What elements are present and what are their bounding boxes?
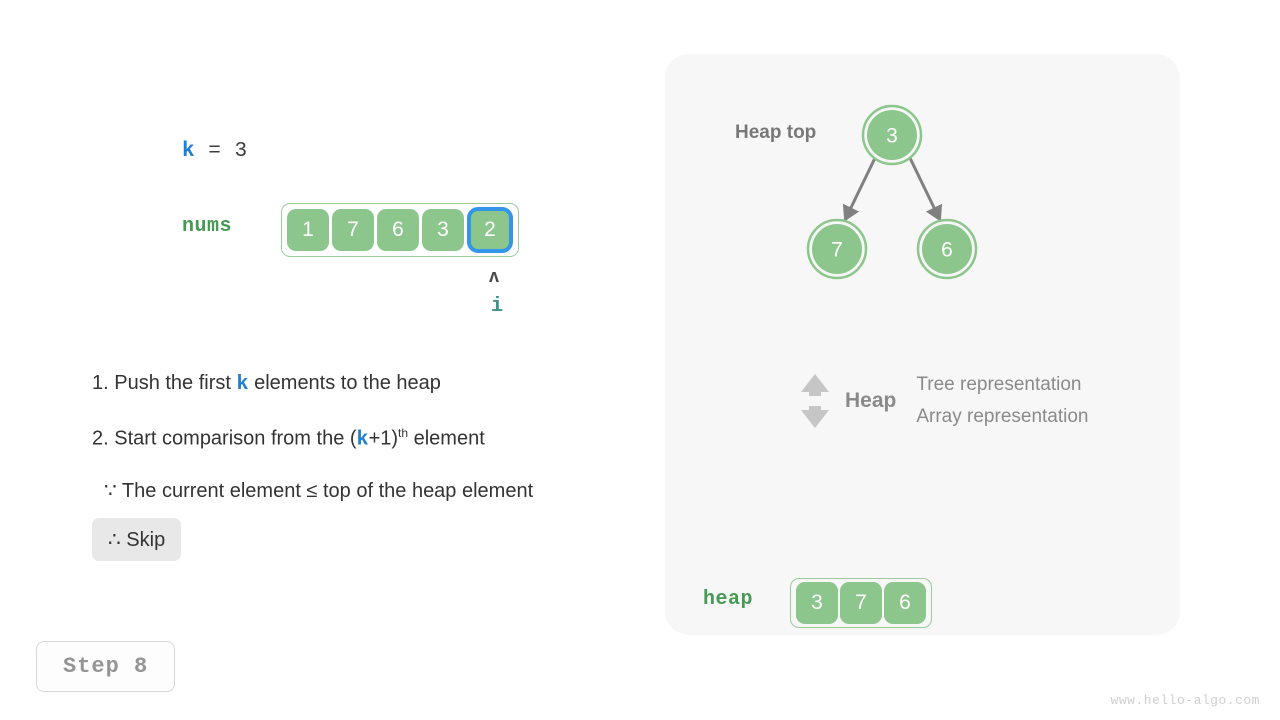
heap-top-label: Heap top [735, 122, 817, 143]
instruction-2-superscript: th [398, 426, 409, 440]
heap-representation-legend: Heap Tree representation Array represent… [795, 372, 1089, 430]
nums-cell-highlighted[interactable]: 2 [467, 207, 513, 253]
heap-cell[interactable]: 3 [796, 582, 838, 624]
nums-cell[interactable]: 3 [422, 209, 464, 251]
instruction-1-prefix: 1. Push the first [92, 372, 237, 394]
k-variable-label: k [182, 140, 196, 163]
tree-node-value: 3 [886, 125, 898, 148]
tree-node-value: 7 [831, 239, 843, 262]
heap-cell[interactable]: 7 [840, 582, 882, 624]
nums-cell[interactable]: 1 [287, 209, 329, 251]
heap-array: 3 7 6 [790, 578, 932, 628]
reason-line: ∵ The current element ≤ top of the heap … [104, 480, 534, 502]
heap-visualization-panel: Heap top 3 7 6 [665, 54, 1180, 635]
tree-edge-3-7 [842, 157, 877, 222]
pointer-index-label: i [491, 295, 504, 318]
tree-node-value: 6 [941, 239, 953, 262]
tree-node-left-child[interactable]: 7 [806, 218, 868, 280]
k-assignment-line: k = 3 [182, 140, 248, 163]
heap-cell[interactable]: 6 [884, 582, 926, 624]
heap-array-label: heap [703, 588, 754, 611]
equals-sign: = [208, 140, 222, 163]
instruction-1-suffix: elements to the heap [248, 372, 441, 394]
legend-heap-label: Heap [845, 389, 897, 412]
legend-array-representation: Array representation [916, 406, 1089, 427]
nums-cell[interactable]: 6 [377, 209, 419, 251]
nums-array-label: nums [182, 215, 233, 238]
instruction-2-mid: +1) [368, 427, 399, 450]
instruction-2-prefix: 2. Start comparison from the ( [92, 427, 357, 450]
k-value: 3 [234, 140, 248, 163]
instruction-2-suffix: element [408, 427, 485, 450]
nums-array: 1 7 6 3 2 [281, 203, 519, 257]
instruction-line-2: 2. Start comparison from the (k+1)th ele… [92, 426, 485, 452]
pointer-caret-icon: ʌ [489, 266, 500, 286]
nums-cell[interactable]: 7 [332, 209, 374, 251]
left-visualization-column: k = 3 nums 1 7 6 3 2 ʌ i 1. Push the fir… [36, 140, 534, 692]
tree-node-root[interactable]: 3 [861, 104, 923, 166]
watermark: www.hello-algo.com [1110, 693, 1260, 708]
instruction-line-1: 1. Push the first k elements to the heap [92, 372, 441, 396]
heap-tree-diagram: 3 7 6 [806, 104, 978, 280]
tree-node-right-child[interactable]: 6 [916, 218, 978, 280]
legend-text-group: Tree representation Array representation [916, 374, 1088, 428]
instruction-2-variable: k [356, 428, 369, 452]
legend-tree-representation: Tree representation [916, 374, 1082, 395]
up-down-arrow-icon [801, 374, 829, 428]
step-badge: Step 8 [36, 641, 176, 692]
conclusion-chip: ∴ Skip [92, 518, 182, 561]
tree-edge-3-6 [908, 157, 943, 222]
instruction-1-variable: k [236, 373, 249, 396]
